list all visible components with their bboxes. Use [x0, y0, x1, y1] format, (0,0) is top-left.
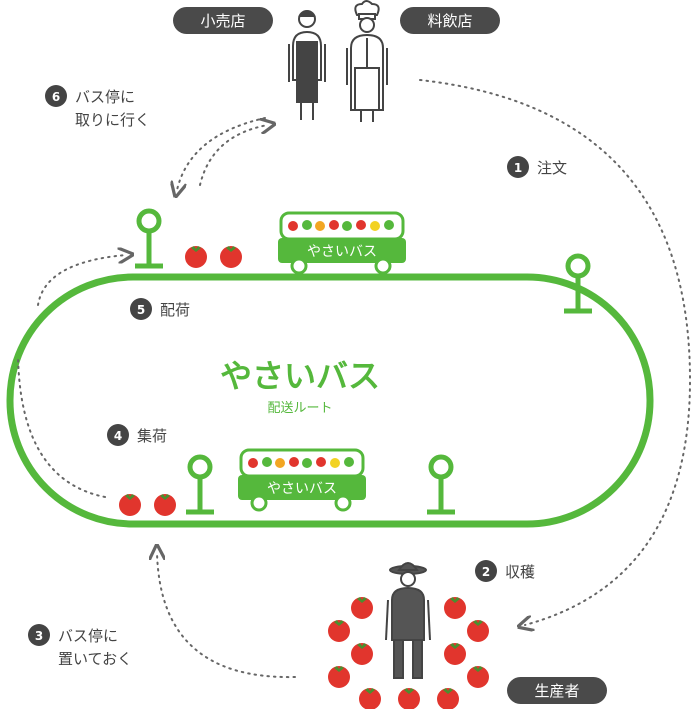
step-3: 3 バス停に 置いておく [28, 624, 132, 668]
svg-text:2: 2 [482, 565, 490, 579]
arrow-deliver [37, 255, 126, 306]
vegetable-bus-bottom: やさいバス [238, 448, 366, 512]
svg-text:生産者: 生産者 [534, 682, 579, 700]
tomatoes-bottom [119, 494, 176, 516]
farmer-icon [385, 562, 431, 679]
svg-text:注文: 注文 [537, 159, 567, 177]
svg-text:バス停に: バス停に [75, 88, 135, 106]
tomatoes-top [185, 246, 242, 268]
svg-text:やさいバス: やさいバス [307, 244, 377, 260]
step-5: 5 配荷 [130, 298, 190, 320]
producer-label: 生産者 [507, 677, 607, 704]
route-title: やさいバス [220, 357, 380, 395]
bus-stop-right [564, 253, 592, 314]
arrow-pickup-down [177, 117, 266, 190]
svg-text:置いておく: 置いておく [58, 650, 132, 668]
svg-text:小売店: 小売店 [200, 12, 245, 30]
arrow-pickup-up [199, 125, 268, 186]
bus-stop-bottom-left [186, 454, 214, 515]
bus-stop-bottom-right [427, 454, 455, 515]
svg-text:料飲店: 料飲店 [427, 12, 472, 30]
arrow-collect [17, 354, 106, 498]
shop-staff-icon [288, 10, 326, 120]
svg-text:5: 5 [137, 303, 145, 317]
restaurant-label: 料飲店 [400, 7, 500, 34]
route-subtitle: 配送ルート [267, 401, 332, 416]
svg-text:バス停に: バス停に [58, 627, 118, 645]
svg-text:取りに行く: 取りに行く [75, 111, 150, 129]
step-4: 4 集荷 [107, 424, 167, 446]
retailer-label: 小売店 [173, 7, 273, 34]
step-2: 2 収穫 [475, 560, 535, 582]
delivery-route-track [6, 273, 654, 528]
chef-icon [346, 0, 388, 122]
svg-text:6: 6 [52, 90, 60, 104]
svg-text:やさいバス: やさいバス [267, 481, 337, 497]
svg-text:配荷: 配荷 [160, 301, 190, 319]
arrow-order [419, 79, 692, 625]
svg-text:3: 3 [35, 629, 43, 643]
step-1: 1 注文 [507, 156, 567, 178]
svg-text:1: 1 [514, 161, 522, 175]
arrow-place [157, 552, 296, 679]
bus-stop-top-left [135, 208, 163, 269]
svg-text:集荷: 集荷 [137, 427, 167, 445]
step-6: 6 バス停に 取りに行く [45, 85, 150, 129]
svg-text:収穫: 収穫 [505, 563, 535, 581]
svg-text:4: 4 [114, 429, 122, 443]
vegetable-bus-top: やさいバス [278, 211, 406, 275]
